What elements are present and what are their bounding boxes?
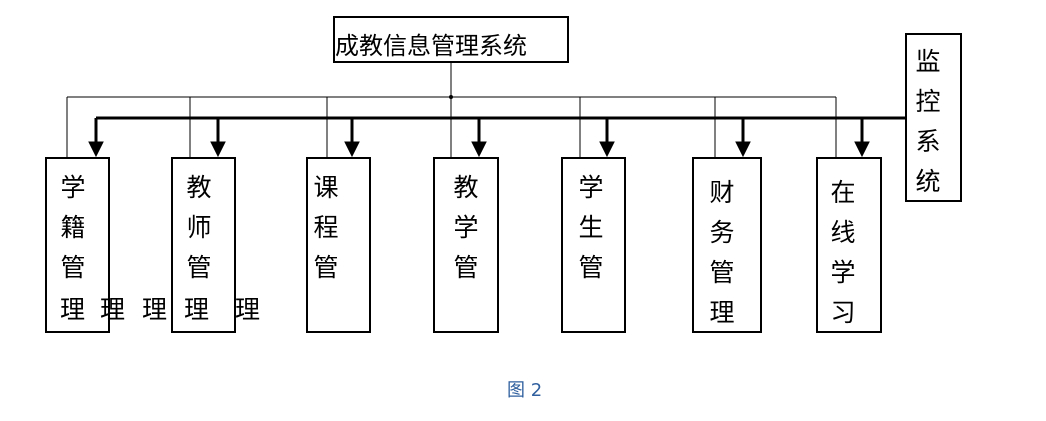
arrow-head-2 (210, 141, 226, 158)
arrow-head-4 (471, 141, 487, 158)
stray-label-4: 理 (184, 295, 210, 324)
module-label-4: 教学管 (453, 173, 479, 282)
stray-label-3: 理 (142, 295, 168, 324)
root-node-label: 成教信息管理系统 (335, 32, 527, 60)
stray-label-2: 理 (100, 295, 126, 324)
module-box-5 (561, 157, 626, 333)
arrow-head-5 (599, 141, 615, 158)
module-box-3 (306, 157, 371, 333)
monitor-arrows (88, 118, 870, 158)
module-label-6: 财务管理 (709, 178, 735, 327)
arrow-head-1 (88, 141, 104, 158)
module-box-1 (45, 157, 110, 333)
arrow-head-3 (344, 141, 360, 158)
module-box-2 (171, 157, 236, 333)
figure-caption: 图 2 (507, 380, 543, 401)
monitor-node-label: 监控系统 (915, 47, 941, 196)
module-box-6 (692, 157, 762, 333)
module-label-3: 课程管 (313, 173, 339, 282)
arrow-head-6 (735, 141, 751, 158)
root-node-box (333, 16, 569, 63)
stray-label-5: 理 (235, 295, 261, 324)
arrow-head-7 (854, 141, 870, 158)
module-label-2: 教师管 (186, 173, 212, 282)
module-label-7: 在线学习 (830, 178, 856, 327)
monitor-node-box (905, 33, 962, 202)
stray-label-1: 理 (60, 295, 86, 324)
module-box-7 (816, 157, 882, 333)
module-box-4 (433, 157, 499, 333)
module-label-1: 学籍管 (60, 173, 86, 282)
module-label-5: 学生管 (578, 173, 604, 282)
